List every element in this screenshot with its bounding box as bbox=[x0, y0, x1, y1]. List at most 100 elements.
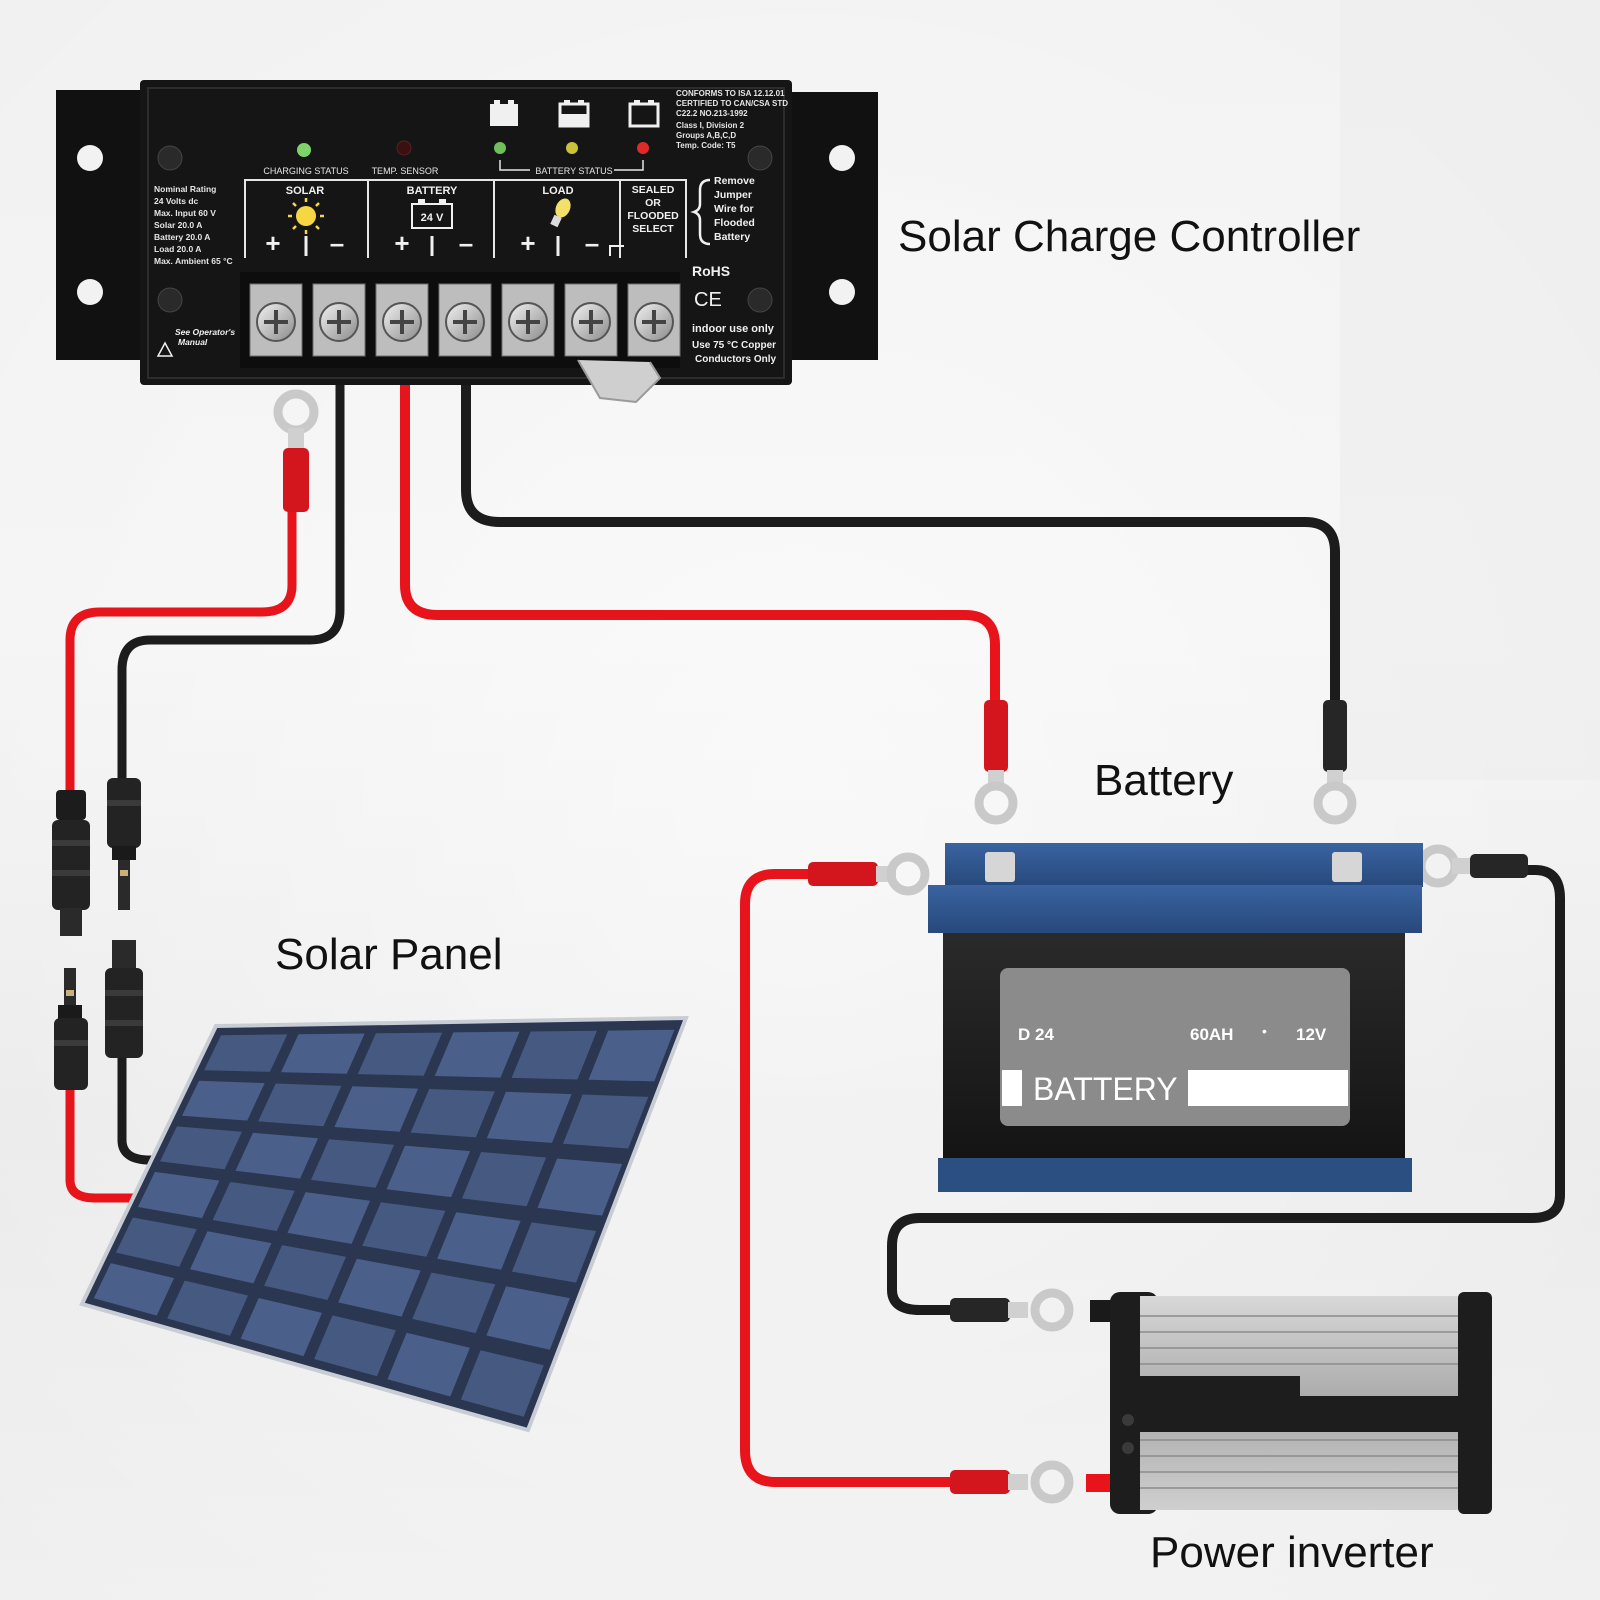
battery-post-positive bbox=[985, 852, 1015, 882]
rating-line: Battery 20.0 A bbox=[154, 232, 210, 242]
battery-status-led-green bbox=[494, 142, 506, 154]
solar-cell bbox=[511, 1030, 597, 1080]
solar-cell bbox=[212, 1182, 295, 1231]
svg-text:–: – bbox=[585, 228, 599, 258]
mount-hole-right-top bbox=[829, 145, 855, 171]
sealed-flooded-select-label: SEALED OR FLOODED SELECT bbox=[627, 184, 679, 235]
mount-hole-left-top bbox=[77, 145, 103, 171]
section-label-load: LOAD bbox=[542, 185, 573, 197]
mc4-connectors bbox=[52, 778, 143, 1090]
svg-text:–: – bbox=[459, 228, 473, 258]
cert-line: Temp. Code: T5 bbox=[676, 141, 736, 150]
solar-cell bbox=[362, 1202, 446, 1257]
battery-label-stripe-right bbox=[1188, 1070, 1348, 1106]
solar-cell bbox=[486, 1286, 570, 1350]
solar-cell bbox=[537, 1158, 623, 1216]
jumper-line: Jumper bbox=[714, 189, 752, 201]
screw-terminal bbox=[249, 283, 303, 357]
inverter-rear-cap bbox=[1458, 1292, 1492, 1514]
solar-cell bbox=[160, 1126, 242, 1170]
inverter-post-negative bbox=[1090, 1300, 1112, 1322]
wires bbox=[65, 345, 1565, 1487]
screw-terminal bbox=[312, 283, 366, 357]
solar-cell bbox=[190, 1231, 272, 1284]
mount-flange-left bbox=[56, 90, 148, 360]
rating-line: Max. Input 60 V bbox=[154, 208, 216, 218]
jumper-line: Remove bbox=[714, 175, 755, 187]
solar-cell bbox=[410, 1089, 495, 1138]
ratings-text: Nominal Rating 24 Volts dc Max. Input 60… bbox=[154, 184, 233, 266]
ring-terminal-battery-positive bbox=[974, 700, 1018, 825]
section-label-solar: SOLAR bbox=[286, 185, 325, 197]
ce-mark: CE bbox=[694, 289, 722, 311]
solar-cell bbox=[357, 1032, 443, 1076]
screw-terminal bbox=[438, 283, 492, 357]
svg-text:+: + bbox=[520, 228, 535, 258]
battery-voltage-label: 24 V bbox=[421, 212, 444, 224]
battery-label-stripe-left bbox=[1002, 1070, 1022, 1106]
solar-cell bbox=[287, 1192, 371, 1244]
inverter-negative-wire bbox=[887, 865, 1565, 1315]
copper-text: Use 75 °C Copper bbox=[692, 340, 776, 351]
solar-cell bbox=[311, 1139, 395, 1188]
rating-line: Load 20.0 A bbox=[154, 244, 201, 254]
jumper-line: Battery bbox=[714, 231, 750, 243]
screw-terminal bbox=[501, 283, 555, 357]
temp-sensor-port bbox=[396, 140, 412, 156]
caption-solar-charge-controller: Solar Charge Controller bbox=[898, 212, 1361, 261]
solar-cell bbox=[281, 1033, 365, 1074]
solar-cell bbox=[137, 1171, 220, 1219]
battery-base bbox=[938, 1158, 1412, 1192]
copper-text: Conductors Only bbox=[695, 354, 777, 365]
ring-terminals bbox=[273, 389, 1528, 1504]
rohs-mark: RoHS bbox=[692, 263, 730, 279]
cert-line: CERTIFIED TO CAN/CSA STD bbox=[676, 99, 788, 108]
solar-cell bbox=[115, 1217, 197, 1267]
jumper-clip bbox=[577, 359, 662, 404]
jumper-line: Flooded bbox=[714, 217, 755, 229]
warning-icon bbox=[156, 341, 174, 357]
screw-terminal bbox=[375, 283, 429, 357]
background-wall bbox=[1340, 0, 1600, 780]
solar-cell bbox=[204, 1034, 288, 1072]
mc4-connector-positive-female bbox=[52, 790, 90, 936]
solar-cell bbox=[386, 1145, 471, 1198]
solar-cell bbox=[338, 1258, 421, 1317]
solar-positive-wire-lower bbox=[65, 1040, 145, 1203]
mc4-connector-negative-female bbox=[105, 940, 143, 1058]
battery: D 24 60AH • 12V BATTERY bbox=[928, 843, 1423, 1192]
solar-cell bbox=[240, 1298, 322, 1357]
battery-brand-label: BATTERY bbox=[1033, 1071, 1178, 1107]
battery-half-icon bbox=[558, 100, 590, 128]
solar-positive-wire bbox=[65, 455, 297, 795]
rating-line: Nominal Rating bbox=[154, 184, 216, 194]
svg-text:+: + bbox=[394, 228, 409, 258]
ring-terminal-battery-negative bbox=[1313, 700, 1357, 825]
cert-line: Groups A,B,C,D bbox=[676, 131, 736, 140]
led-label-temp: TEMP. SENSOR bbox=[372, 166, 439, 176]
sun-icon bbox=[288, 198, 324, 234]
solar-cell bbox=[235, 1132, 319, 1179]
battery-capacity: 60AH bbox=[1190, 1025, 1233, 1044]
manual-text: Manual bbox=[178, 337, 208, 347]
caption-solar-panel: Solar Panel bbox=[275, 930, 503, 979]
battery-positive-wire bbox=[400, 345, 1000, 710]
inverter-band bbox=[1140, 1376, 1470, 1432]
inverter-positive-wire bbox=[740, 869, 960, 1487]
solar-cell bbox=[167, 1280, 248, 1336]
solar-cell bbox=[314, 1315, 396, 1377]
solar-cell bbox=[486, 1091, 572, 1143]
battery-full-icon bbox=[490, 100, 518, 126]
solar-cell bbox=[511, 1222, 597, 1283]
led-label-battery-status: BATTERY STATUS bbox=[535, 166, 612, 176]
solar-cell bbox=[460, 1350, 544, 1417]
battery-empty-icon bbox=[628, 100, 660, 128]
solar-panel-cells bbox=[93, 1029, 675, 1417]
certification-text: CONFORMS TO ISA 12.12.01 CERTIFIED TO CA… bbox=[676, 89, 788, 150]
solar-cell bbox=[182, 1080, 265, 1121]
manual-text: See Operator's bbox=[175, 327, 235, 337]
jumper-note: Remove Jumper Wire for Flooded Battery bbox=[714, 175, 755, 243]
section-label-battery: BATTERY bbox=[407, 185, 458, 197]
battery-negative-wire bbox=[461, 345, 1340, 710]
